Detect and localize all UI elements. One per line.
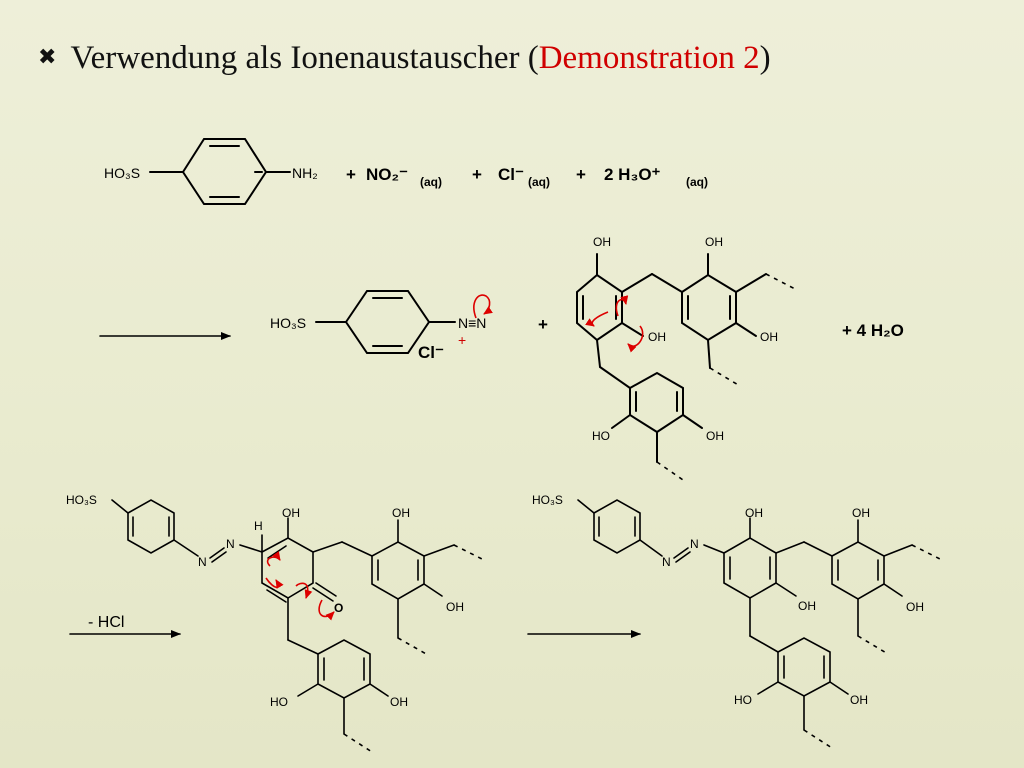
slide-title: ✖ Verwendung als Ionenaustauscher (Demons…	[38, 40, 771, 100]
nitrite-phase: (aq)	[420, 175, 442, 189]
hydroxyl-label: OH	[850, 693, 868, 707]
hydroxyl-label: OH	[392, 506, 410, 520]
sigma-complex: HO₃S N N H OH O	[66, 493, 485, 753]
hydroxyl-label: OH	[390, 695, 408, 709]
bullet-x-icon: ✖	[38, 45, 57, 70]
plus-sign: +	[346, 165, 356, 184]
amine-label: NH₂	[292, 165, 318, 181]
plus-sign: +	[538, 315, 548, 334]
sulfo-group-label: HO₃S	[270, 315, 306, 331]
hydroxyl-label: OH	[593, 235, 611, 249]
azo-nitrogen: N	[662, 555, 671, 569]
reagents: + NO₂⁻ (aq) + Cl⁻ (aq) + 2 H₃O⁺ (aq)	[346, 165, 708, 189]
nitrite-label: NO₂⁻	[366, 165, 408, 184]
hydroxyl-label: OH	[706, 429, 724, 443]
hydronium-label: 2 H₃O⁺	[604, 165, 661, 184]
hydroxyl-label: OH	[852, 506, 870, 520]
hydroxyl-label: OH	[282, 506, 300, 520]
sulfo-group-label: HO₃S	[66, 493, 97, 507]
diazo-group-label: N≡N	[458, 315, 486, 331]
hydroxyl-label: HO	[734, 693, 752, 707]
plus-sign: +	[472, 165, 482, 184]
hydroxyl-label: OH	[798, 599, 816, 613]
chloride-counterion: Cl⁻	[418, 343, 444, 362]
azo-nitrogen: N	[690, 537, 699, 551]
hcl-elimination-label: - HCl	[88, 614, 124, 631]
water-byproduct: + 4 H₂O	[842, 321, 904, 340]
sulfo-group-label: HO₃S	[104, 165, 140, 181]
azo-nitrogen: N	[198, 555, 207, 569]
hydroxyl-label: OH	[648, 330, 666, 344]
hydronium-phase: (aq)	[686, 175, 708, 189]
positive-charge: +	[458, 332, 466, 348]
phenol-resin: OH OH OH OH H	[576, 235, 798, 483]
azo-dye-product: HO₃S N N OH OH	[532, 493, 943, 749]
hydroxyl-label: OH	[446, 600, 464, 614]
hydroxyl-label: HO	[270, 695, 288, 709]
sulfo-group-label: HO₃S	[532, 493, 563, 507]
carbonyl-oxygen: O	[334, 601, 343, 615]
title-close: )	[759, 40, 771, 76]
hydroxyl-label: OH	[906, 600, 924, 614]
sulfanilic-acid: HO₃S NH₂	[104, 138, 318, 205]
hydroxyl-label: OH	[760, 330, 778, 344]
chloride-label: Cl⁻	[498, 165, 524, 184]
title-text: Verwendung als Ionenaustauscher (	[70, 40, 539, 76]
hydroxyl-label: HO	[592, 429, 610, 443]
hydroxyl-label: OH	[745, 506, 763, 520]
hydroxyl-label: OH	[705, 235, 723, 249]
hydrogen-label: H	[254, 519, 263, 533]
azo-nitrogen: N	[226, 537, 235, 551]
plus-sign: +	[576, 165, 586, 184]
chloride-phase: (aq)	[528, 175, 550, 189]
title-accent: Demonstration 2	[538, 40, 760, 76]
diazonium-salt: HO₃S N≡N + Cl⁻	[270, 290, 493, 362]
